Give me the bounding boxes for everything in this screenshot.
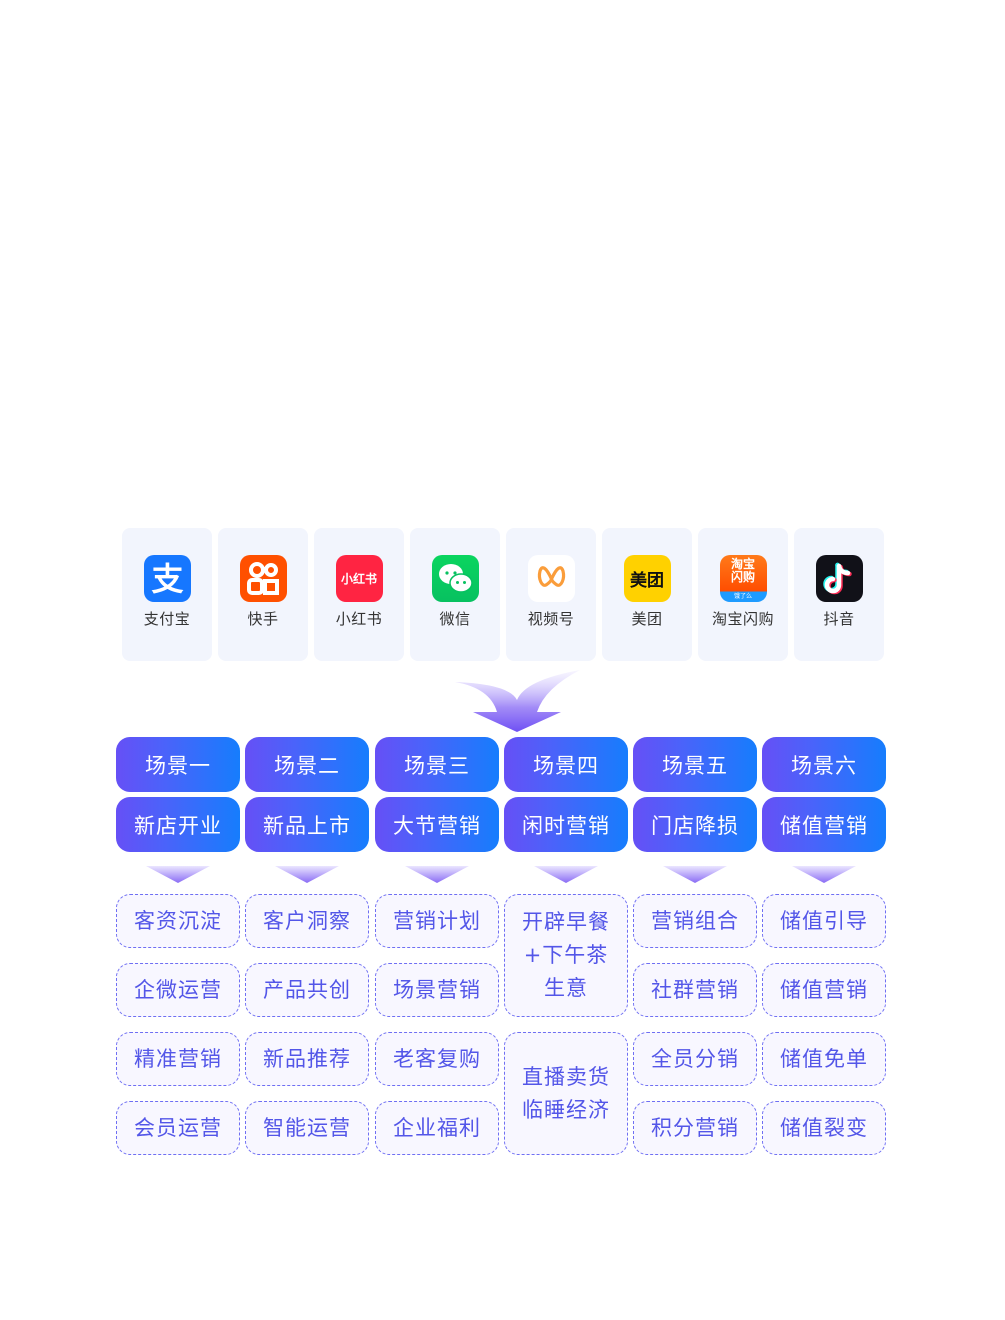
meituan-logo-text: 美团 [630, 571, 664, 591]
taobao-flash-icon: 淘宝闪购 饿了么 [719, 555, 767, 602]
theme-button[interactable]: 新店开业 [116, 797, 240, 852]
feature-tag[interactable]: 营销计划 [375, 894, 499, 948]
feature-tag[interactable]: 客资沉淀 [116, 894, 240, 948]
scene-button[interactable]: 场景四 [504, 737, 628, 792]
alipay-icon: 支 [143, 555, 191, 602]
scene-button[interactable]: 场景二 [245, 737, 369, 792]
tag-line: +下午茶 [523, 943, 609, 967]
feature-tag[interactable]: 储值营销 [762, 963, 886, 1017]
xiaohongshu-logo-text: 小红书 [340, 572, 377, 586]
chevron-down-icon [792, 866, 856, 883]
scene-button[interactable]: 场景一 [116, 737, 240, 792]
platform-label: 淘宝闪购 [711, 610, 774, 628]
feature-tag[interactable]: 会员运营 [116, 1101, 240, 1155]
feature-tag-tall[interactable]: 开辟早餐 +下午茶 生意 [504, 894, 628, 1017]
platform-label: 快手 [247, 610, 279, 628]
feature-tag[interactable]: 企微运营 [116, 963, 240, 1017]
svg-text:支: 支 [151, 560, 183, 598]
platform-card-channels[interactable]: 视频号 [506, 528, 596, 661]
chevron-down-icon [663, 866, 727, 883]
platform-label: 支付宝 [143, 610, 191, 628]
chevron-down-icon [405, 866, 469, 883]
theme-button[interactable]: 大节营销 [375, 797, 499, 852]
scene-button[interactable]: 场景五 [633, 737, 757, 792]
feature-tag[interactable]: 营销组合 [633, 894, 757, 948]
theme-button[interactable]: 储值营销 [762, 797, 886, 852]
theme-button[interactable]: 门店降损 [633, 797, 757, 852]
tag-line: 生意 [544, 976, 588, 1000]
tag-line: 开辟早餐 [522, 910, 610, 934]
platform-card-wechat[interactable]: 微信 [410, 528, 500, 661]
platform-label: 微信 [439, 610, 471, 628]
chevron-down-icon [534, 866, 598, 883]
theme-button[interactable]: 闲时营销 [504, 797, 628, 852]
channels-icon [527, 555, 575, 602]
feature-tag[interactable]: 积分营销 [633, 1101, 757, 1155]
xiaohongshu-icon: 小红书 [335, 555, 383, 602]
feature-tag[interactable]: 场景营销 [375, 963, 499, 1017]
platform-label: 视频号 [527, 610, 575, 628]
platform-card-meituan[interactable]: 美团 美团 [602, 528, 692, 661]
scene-button[interactable]: 场景三 [375, 737, 499, 792]
feature-tag-tall[interactable]: 直播卖货 临睡经济 [504, 1032, 628, 1155]
feature-tag[interactable]: 老客复购 [375, 1032, 499, 1086]
feature-tag[interactable]: 储值裂变 [762, 1101, 886, 1155]
feature-tag[interactable]: 客户洞察 [245, 894, 369, 948]
platform-label: 小红书 [335, 610, 383, 628]
eleme-logo-text: 饿了么 [733, 593, 752, 600]
feature-tag[interactable]: 精准营销 [116, 1032, 240, 1086]
platform-list: 支 支付宝 快手 小红书 小红书 [122, 528, 884, 661]
feature-tag[interactable]: 社群营销 [633, 963, 757, 1017]
platform-card-xiaohongshu[interactable]: 小红书 小红书 [314, 528, 404, 661]
feature-tag[interactable]: 全员分销 [633, 1032, 757, 1086]
platform-card-kuaishou[interactable]: 快手 [218, 528, 308, 661]
platform-card-taobao-flash[interactable]: 淘宝闪购 饿了么 淘宝闪购 [698, 528, 788, 661]
feature-tag[interactable]: 储值免单 [762, 1032, 886, 1086]
tag-line: 直播卖货 [522, 1064, 610, 1089]
platform-card-alipay[interactable]: 支 支付宝 [122, 528, 212, 661]
tag-line: 临睡经济 [522, 1097, 610, 1122]
feature-tag[interactable]: 新品推荐 [245, 1032, 369, 1086]
down-arrow-icon [455, 670, 580, 732]
feature-tag[interactable]: 智能运营 [245, 1101, 369, 1155]
taobao-logo-text: 淘宝闪购 [730, 557, 755, 584]
feature-tag[interactable]: 企业福利 [375, 1101, 499, 1155]
platform-label: 美团 [631, 610, 663, 628]
wechat-icon [431, 555, 479, 602]
platform-card-douyin[interactable]: 抖音 [794, 528, 884, 661]
chevron-down-icon [275, 866, 339, 883]
chevron-down-icon [146, 866, 210, 883]
kuaishou-icon [239, 555, 287, 602]
douyin-icon [815, 555, 863, 602]
scene-button[interactable]: 场景六 [762, 737, 886, 792]
feature-tag[interactable]: 产品共创 [245, 963, 369, 1017]
platform-label: 抖音 [823, 610, 855, 628]
theme-button[interactable]: 新品上市 [245, 797, 369, 852]
meituan-icon: 美团 [623, 555, 671, 602]
feature-tag[interactable]: 储值引导 [762, 894, 886, 948]
